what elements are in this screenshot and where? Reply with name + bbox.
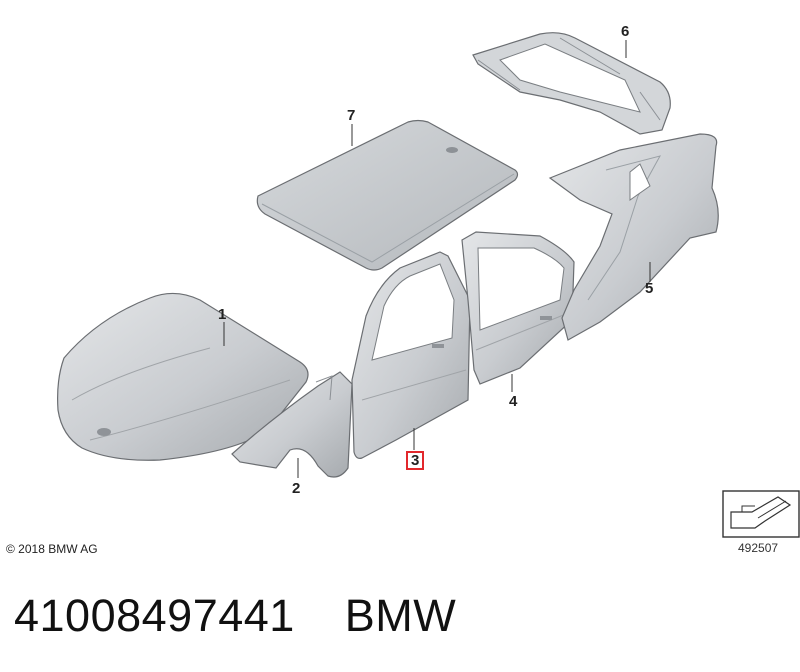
- copyright-notice: © 2018 BMW AG: [6, 542, 98, 556]
- side-frame-panel: [548, 133, 719, 341]
- reference-icon: [722, 490, 800, 538]
- diagram-reference-number: 492507: [738, 541, 779, 555]
- callout-4: 4: [509, 393, 518, 410]
- brand-name: BMW: [344, 590, 457, 641]
- leader-lines: [223, 40, 651, 478]
- hood-panel: [57, 292, 309, 461]
- part-number: 41008497441: [14, 590, 295, 641]
- callout-5: 5: [645, 280, 654, 297]
- front-door-panel: [351, 251, 471, 459]
- front-fender-panel: [231, 371, 353, 478]
- callout-6: 6: [621, 23, 630, 40]
- callout-2: 2: [292, 480, 301, 497]
- rear-frame-panel: [472, 32, 671, 135]
- roof-panel: [256, 119, 519, 271]
- callout-3: 3: [406, 451, 425, 470]
- callout-7: 7: [347, 107, 356, 124]
- rear-door-panel: [461, 231, 575, 385]
- part-caption: 41008497441 BMW: [14, 590, 456, 642]
- callout-1: 1: [218, 306, 227, 323]
